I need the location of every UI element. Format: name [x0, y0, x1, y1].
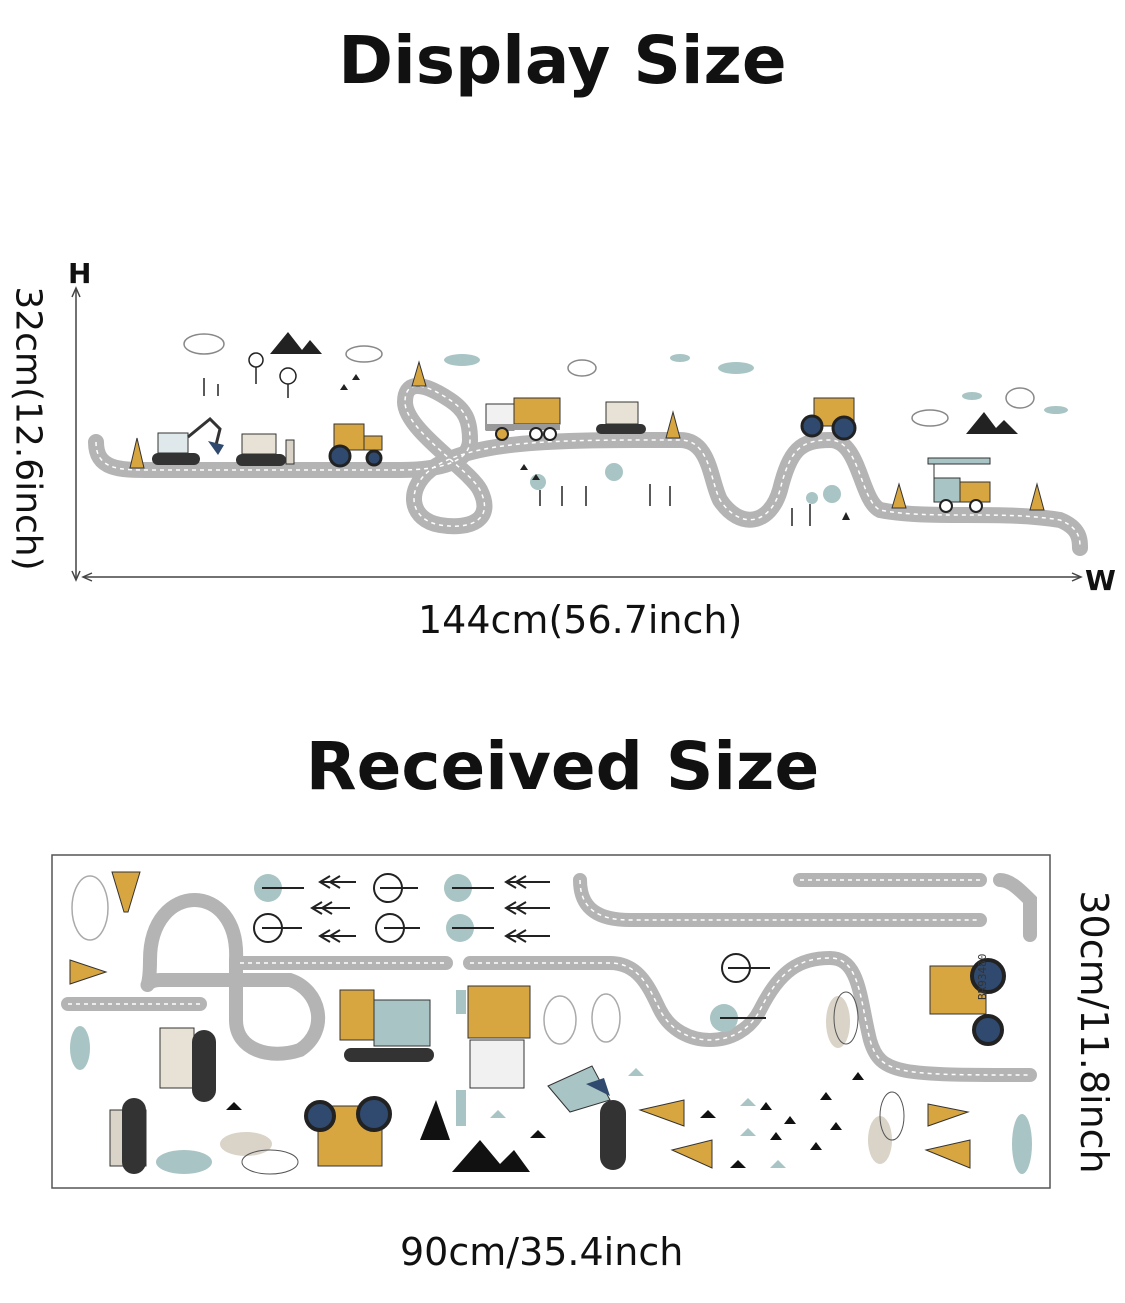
received-tree-stickers	[253, 873, 770, 1032]
display-mountains	[270, 332, 1018, 434]
display-traffic-cones	[129, 360, 1045, 511]
display-width-label: 144cm(56.7inch)	[418, 598, 743, 642]
display-size-title: Display Size	[338, 22, 787, 99]
received-height-label: 30cm/11.8inch	[1072, 890, 1116, 1174]
display-bulldozer-2	[596, 401, 646, 434]
received-cone-stickers	[69, 871, 971, 1169]
received-vehicle-stickers	[109, 958, 1006, 1174]
width-axis-letter: W	[1085, 564, 1116, 597]
display-wall-decal-illustration	[88, 332, 1088, 556]
received-width-label: 90cm/35.4inch	[400, 1230, 684, 1274]
display-bulldozer	[236, 433, 295, 466]
height-axis-letter: H	[68, 257, 92, 290]
display-excavator	[152, 416, 224, 465]
display-dump-truck	[485, 397, 561, 441]
received-size-title: Received Size	[305, 728, 820, 805]
received-mountain-stickers	[226, 1072, 864, 1172]
display-trees	[203, 352, 811, 526]
display-tractor-2	[800, 397, 857, 441]
display-clouds	[444, 354, 1068, 414]
received-cloud-stickers	[70, 875, 1032, 1175]
product-code-label: BR93480	[976, 953, 989, 1000]
display-dimension-arrows	[71, 286, 1083, 582]
display-tractor	[328, 423, 383, 468]
display-crane-truck	[927, 457, 991, 513]
